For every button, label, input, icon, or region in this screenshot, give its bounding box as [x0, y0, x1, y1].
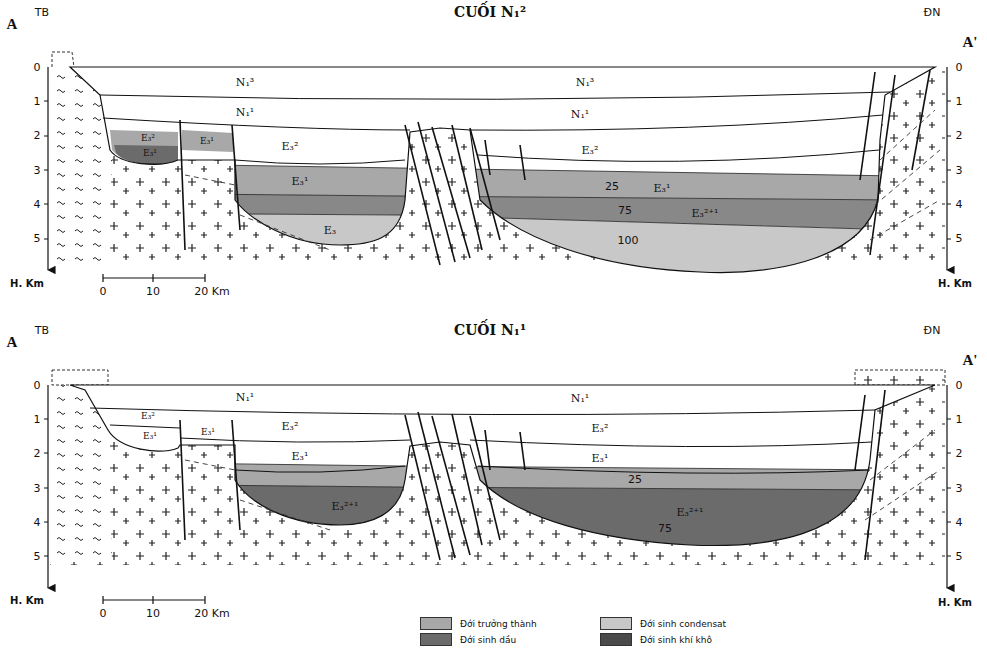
layer-name: N₁¹	[571, 392, 589, 405]
direction-label: TB	[35, 324, 49, 337]
section-end: A'	[963, 352, 978, 369]
depth-number: 2	[956, 129, 963, 142]
layer-name: N₁³	[236, 76, 254, 89]
depth-number: 2	[34, 129, 41, 142]
depth-number: 3	[956, 163, 963, 176]
depth-number: 1	[956, 95, 963, 108]
legend-swatch	[600, 633, 632, 646]
scale-number: 0	[100, 285, 107, 298]
layer-name: E₃¹	[654, 182, 671, 195]
depth-number: 3	[34, 481, 41, 494]
legend-item: Đới sinh condensat	[600, 617, 726, 630]
depth-number: 4	[34, 515, 41, 528]
depth-number: 5	[34, 550, 41, 563]
layer-name: E₃¹	[201, 427, 215, 437]
isoline-value: 75	[658, 522, 672, 535]
scale-number: 10	[146, 285, 160, 298]
legend-swatch	[420, 617, 452, 630]
section-end: A	[7, 16, 18, 33]
legend-item: Đới trưởng thành	[420, 617, 537, 630]
layer-name: E₃²⁺¹	[331, 500, 358, 513]
depth-number: 1	[34, 95, 41, 108]
layer-name: E₃²	[141, 411, 155, 421]
layer-name: N₁¹	[236, 391, 254, 404]
depth-number: 5	[34, 232, 41, 245]
axis-unit: H. Km	[938, 597, 972, 608]
isoline-value: 100	[618, 234, 639, 247]
legend-swatch	[600, 617, 632, 630]
bottom-section	[44, 370, 951, 604]
legend-text: Đới sinh condensat	[640, 619, 726, 629]
layer-name: E₃¹	[143, 148, 157, 158]
layer-name: E₃²	[592, 422, 609, 435]
layer-name: E₃¹	[292, 175, 309, 188]
depth-number: 5	[956, 232, 963, 245]
section-title: CUỐI N₁²	[454, 4, 526, 20]
direction-label: TB	[35, 6, 49, 19]
layer-name: E₃²	[141, 133, 155, 143]
top-section	[44, 52, 951, 300]
isoline-value: 25	[605, 180, 619, 193]
depth-number: 4	[956, 197, 963, 210]
legend-text: Đới sinh dầu	[460, 635, 516, 645]
layer-name: E₃¹	[592, 452, 609, 465]
layer-name: E₃²	[282, 140, 299, 153]
layer-name: E₃¹	[200, 136, 214, 146]
depth-number: 1	[34, 413, 41, 426]
layer-name: E₃²⁺¹	[691, 207, 718, 220]
layer-name: N₁¹	[571, 108, 589, 121]
isoline-value: 75	[618, 204, 632, 217]
depth-number: 5	[956, 550, 963, 563]
isoline-value: 25	[628, 473, 642, 486]
section-end: A	[7, 334, 18, 351]
layer-name: E₃²	[282, 420, 299, 433]
depth-number: 2	[956, 447, 963, 460]
scale-number: 20 Km	[194, 607, 229, 620]
section-end: A'	[963, 34, 978, 51]
layer-name: E₃¹	[292, 450, 309, 463]
depth-number: 0	[34, 61, 41, 74]
depth-number: 3	[34, 163, 41, 176]
axis-unit: H. Km	[10, 278, 44, 289]
depth-number: 4	[34, 197, 41, 210]
depth-number: 3	[956, 481, 963, 494]
scale-number: 10	[146, 607, 160, 620]
scale-number: 20 Km	[194, 285, 229, 298]
legend-text: Đới sinh khí khô	[640, 635, 712, 645]
legend-swatch	[420, 633, 452, 646]
layer-name: E₃	[324, 224, 336, 237]
layer-name: E₃²⁺¹	[676, 506, 703, 519]
depth-number: 1	[956, 413, 963, 426]
axis-unit: H. Km	[938, 278, 972, 289]
legend-text: Đới trưởng thành	[460, 619, 537, 629]
layer-name: E₃¹	[143, 431, 157, 441]
axis-unit: H. Km	[10, 595, 44, 606]
layer-name: N₁³	[576, 76, 594, 89]
legend-item: Đới sinh khí khô	[600, 633, 712, 646]
depth-number: 0	[34, 379, 41, 392]
layer-name: N₁¹	[236, 106, 254, 119]
depth-number: 2	[34, 447, 41, 460]
direction-label: ĐN	[924, 6, 941, 19]
depth-number: 4	[956, 515, 963, 528]
depth-number: 0	[956, 61, 963, 74]
section-title: CUỐI N₁¹	[454, 322, 526, 338]
scale-number: 0	[100, 607, 107, 620]
direction-label: ĐN	[924, 324, 941, 337]
legend-item: Đới sinh dầu	[420, 633, 516, 646]
layer-name: E₃²	[582, 144, 599, 157]
depth-number: 0	[956, 379, 963, 392]
